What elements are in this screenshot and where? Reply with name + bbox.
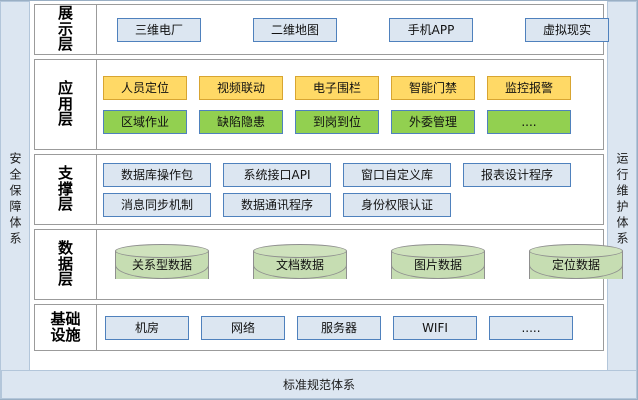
node-box[interactable]: 系统接口API [223,162,331,187]
layer-label-text: 展示层 [58,3,74,54]
node-box[interactable]: 服务器 [297,315,381,340]
bottom-bar-label: 标准规范体系 [282,378,355,392]
node-box[interactable]: 监控报警 [487,75,571,100]
node-box[interactable]: 机房 [105,315,189,340]
layer-presentation: 展示层 三维电厂 二维地图 手机APP 虚拟现实 [34,4,609,55]
node-box[interactable]: 消息同步机制 [103,192,211,217]
node-box[interactable]: WIFI [393,315,477,340]
node-box[interactable]: 数据通讯程序 [223,192,331,217]
database-cylinder[interactable]: 文档数据 [253,243,347,286]
layer-body-application: 人员定位视频联动电子围栏智能门禁监控报警区域作业缺陷隐患到岗到位外委管理.... [97,60,603,149]
cylinder-label: 关系型数据 [131,258,192,272]
layer-body-support: 数据库操作包系统接口API 窗口自定义库报表设计程序消息同步机制数据通讯程序身份权… [97,155,603,224]
layer-row: 消息同步机制数据通讯程序身份权限认证 [103,192,597,217]
node-box[interactable]: 到岗到位 [295,109,379,134]
node-box[interactable]: 人员定位 [103,75,187,100]
node-box[interactable]: 外委管理 [391,109,475,134]
layer-label-presentation: 展示层 [35,5,97,54]
layer-body-data: 关系型数据 文档数据 图片数据 定位数据 [97,230,629,299]
node-box[interactable]: 区域作业 [103,109,187,134]
left-band-security-assurance: 安全保障体系 [0,1,30,399]
node-box[interactable]: 二维地图 [253,17,337,42]
layer-data: 数据层 关系型数据 文档数据 图片数据 定位数据 [34,229,623,300]
layer-row: 人员定位视频联动电子围栏智能门禁监控报警 [103,75,597,100]
node-box[interactable]: 缺陷隐患 [199,109,283,134]
node-box[interactable]: 数据库操作包 [103,162,211,187]
cylinder-label: 定位数据 [551,258,600,272]
node-box[interactable]: 手机APP [389,17,473,42]
node-box[interactable]: 窗口自定义库 [343,162,451,187]
node-box[interactable]: ..... [489,315,573,340]
layer-row: 三维电厂 二维地图 手机APP 虚拟现实 [117,17,609,42]
layer-label-text: 应用层 [58,78,74,129]
layer-label-text: 数据层 [58,238,74,289]
node-box[interactable]: .... [487,109,571,134]
layer-body-infrastructure: 机房网络服务器 WIFI..... [97,305,603,350]
layer-label-infrastructure: 基础设施 [35,305,97,350]
layer-label-text: 支撑层 [58,163,74,214]
layer-label-application: 应用层 [35,60,97,149]
layer-row: 关系型数据 文档数据 图片数据 定位数据 [115,243,623,286]
layer-label-text: 基础设施 [50,309,81,344]
layer-body-presentation: 三维电厂 二维地图 手机APP 虚拟现实 [97,5,615,54]
right-band-label: 运行维护体系 [615,152,629,248]
layer-label-support: 支撑层 [35,155,97,224]
layer-row: 区域作业缺陷隐患到岗到位外委管理.... [103,109,597,134]
layer-row: 机房网络服务器 WIFI..... [105,315,597,340]
node-box[interactable]: 视频联动 [199,75,283,100]
node-box[interactable]: 报表设计程序 [463,162,571,187]
cylinder-label: 图片数据 [413,258,462,272]
cylinder-label: 文档数据 [275,258,324,272]
layer-stack: 展示层 三维电厂 二维地图 手机APP 虚拟现实应用层 人员定位视频联动电子围栏智能门禁监… [31,1,623,399]
right-band-operation-maintenance: 运行维护体系 [607,1,637,399]
layer-application: 应用层人员定位视频联动电子围栏智能门禁监控报警区域作业缺陷隐患到岗到位外委管理.… [34,59,604,150]
left-band-label: 安全保障体系 [8,152,22,248]
layer-infrastructure: 基础设施机房网络服务器 WIFI..... [34,304,604,351]
database-cylinder[interactable]: 关系型数据 [115,243,209,286]
cylinder-top-ellipse [115,243,209,258]
node-box[interactable]: 身份权限认证 [343,192,451,217]
node-box[interactable]: 智能门禁 [391,75,475,100]
layer-support: 支撑层 数据库操作包系统接口API 窗口自定义库报表设计程序消息同步机制数据通讯程序… [34,154,604,225]
database-cylinder[interactable]: 定位数据 [529,243,623,286]
cylinder-top-ellipse [529,243,623,258]
database-cylinder[interactable]: 图片数据 [391,243,485,286]
layer-row: 数据库操作包系统接口API 窗口自定义库报表设计程序 [103,162,597,187]
node-box[interactable]: 电子围栏 [295,75,379,100]
cylinder-top-ellipse [391,243,485,258]
cylinder-top-ellipse [253,243,347,258]
node-box[interactable]: 网络 [201,315,285,340]
node-box[interactable]: 三维电厂 [117,17,201,42]
bottom-bar-standards: 标准规范体系 [1,370,637,399]
layer-label-data: 数据层 [35,230,97,299]
node-box[interactable]: 虚拟现实 [525,17,609,42]
